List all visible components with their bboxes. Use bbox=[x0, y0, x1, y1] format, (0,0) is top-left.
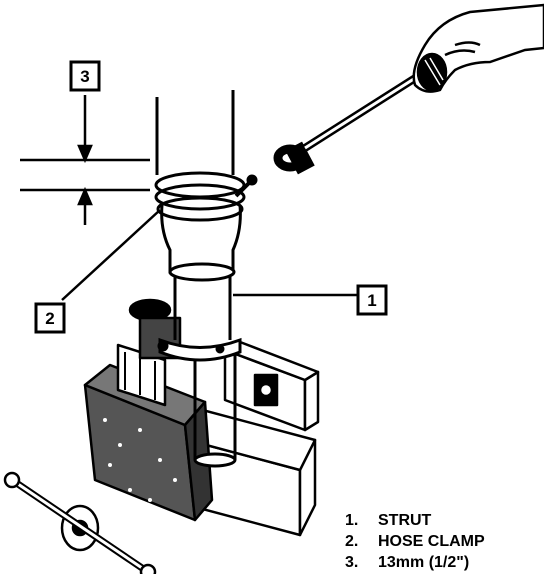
strut bbox=[155, 90, 242, 468]
legend-label-hose-clamp: HOSE CLAMP bbox=[378, 533, 485, 550]
callout-3: 3 bbox=[69, 60, 101, 92]
leader-line-hose-clamp bbox=[61, 209, 161, 301]
legend-num-3: 3. bbox=[345, 554, 358, 571]
legend-num-2: 2. bbox=[345, 533, 358, 550]
callout-1: 1 bbox=[356, 284, 388, 316]
svg-text:1: 1 bbox=[367, 291, 376, 310]
hose-clamp bbox=[154, 171, 258, 222]
legend: 1. STRUT 2. HOSE CLAMP 3. 13mm (1/2") bbox=[345, 512, 485, 571]
socket-extension bbox=[273, 71, 423, 175]
svg-text:3: 3 bbox=[80, 67, 89, 86]
svg-text:2: 2 bbox=[45, 309, 54, 328]
legend-label-13mm: 13mm (1/2") bbox=[378, 554, 469, 571]
callout-2: 2 bbox=[34, 302, 66, 334]
dimension-lines bbox=[20, 95, 150, 225]
legend-label-strut: STRUT bbox=[378, 512, 432, 529]
legend-num-1: 1. bbox=[345, 512, 358, 529]
hand bbox=[412, 3, 544, 93]
